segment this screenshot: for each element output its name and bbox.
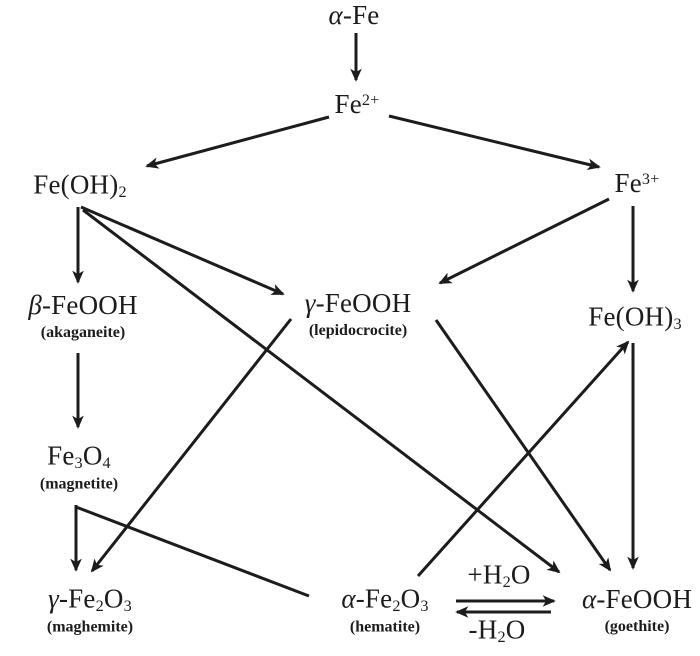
edge-fe2-to-fe3 <box>388 114 601 170</box>
mineral-name-fe3o4: (magnetite) <box>39 475 119 493</box>
mineral-name-alpha-feooh: (goethite) <box>604 617 670 635</box>
edge-fe3-to-gamma-feooh <box>438 197 610 285</box>
mineral-name-alpha-fe2o3: (hematite) <box>349 618 421 636</box>
formula-alpha-feooh: α-FeOOH <box>581 584 693 615</box>
species-gamma-fe2o3: γ-Fe2O3 (maghemite) <box>47 583 133 635</box>
formula-fe3: Fe3+ <box>614 168 660 199</box>
formula-gamma-fe2o3: γ-Fe2O3 <box>48 583 132 615</box>
formula-feoh3: Fe(OH)3 <box>588 301 682 333</box>
edge-fe2-to-feoh2 <box>145 115 330 169</box>
formula-fe2: Fe2+ <box>334 89 380 120</box>
formula-alpha-fe2o3: α-Fe2O3 <box>341 583 429 615</box>
label-minus-h2o: -H2O <box>468 614 526 646</box>
edge-gamma-feooh-to-gamma-fe2o3 <box>90 318 293 573</box>
formula-gamma-feooh: γ-FeOOH <box>304 288 412 319</box>
edge-alpha-fe2o3-to-feoh3 <box>416 340 630 578</box>
edge-fe3o4-to-alpha-fe2o3 <box>75 505 310 598</box>
species-beta-feooh: β-FeOOH (akaganeite) <box>28 290 138 341</box>
edge-feoh2-to-alpha-feooh <box>82 208 561 574</box>
species-fe2: Fe2+ <box>334 89 380 120</box>
formula-minus-h2o: -H2O <box>468 614 526 646</box>
mineral-name-beta-feooh: (akaganeite) <box>40 323 126 341</box>
species-fe3: Fe3+ <box>614 168 660 199</box>
species-gamma-feooh: γ-FeOOH (lepidocrocite) <box>304 288 412 339</box>
formula-plus-h2o: +H2O <box>467 559 531 591</box>
species-feoh2: Fe(OH)2 <box>33 169 127 201</box>
species-alpha-fe: α-Fe <box>328 0 380 31</box>
species-alpha-fe2o3: α-Fe2O3 (hematite) <box>341 583 429 635</box>
species-feoh3: Fe(OH)3 <box>588 301 682 333</box>
edge-gamma-feooh-to-alpha-feooh <box>434 319 612 572</box>
edge-feoh2-to-gamma-feooh <box>80 205 285 296</box>
mineral-name-gamma-feooh: (lepidocrocite) <box>308 321 408 339</box>
formula-feoh2: Fe(OH)2 <box>33 169 127 201</box>
label-plus-h2o: +H2O <box>467 559 531 591</box>
species-alpha-feooh: α-FeOOH (goethite) <box>581 584 693 635</box>
mineral-name-gamma-fe2o3: (maghemite) <box>46 618 134 636</box>
formula-alpha-fe: α-Fe <box>328 0 380 31</box>
formula-beta-feooh: β-FeOOH <box>28 290 138 321</box>
formula-fe3o4: Fe3O4 <box>47 440 111 472</box>
species-fe3o4: Fe3O4 (magnetite) <box>40 440 118 492</box>
